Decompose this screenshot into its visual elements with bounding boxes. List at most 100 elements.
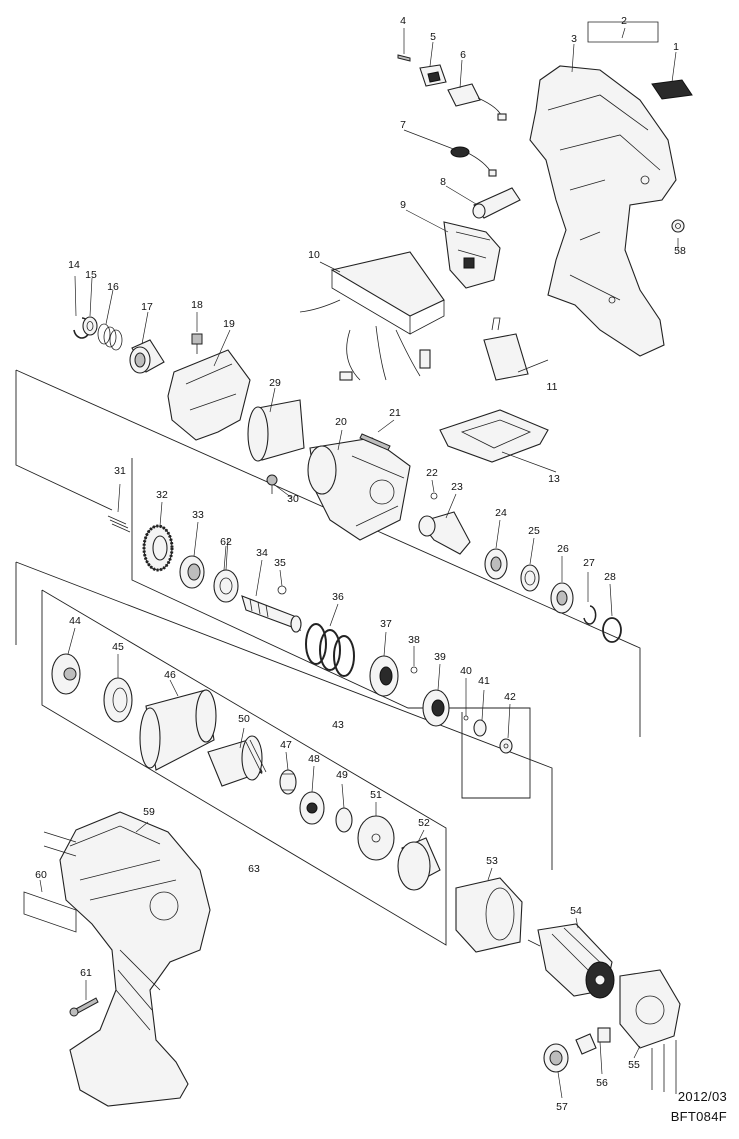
switch-block xyxy=(447,83,507,121)
assembly-frame-inner-upper xyxy=(131,458,531,799)
part-number-25: 25 xyxy=(528,525,540,537)
part-number-57: 57 xyxy=(556,1101,568,1113)
part-number-11: 11 xyxy=(547,381,558,393)
led-circuit xyxy=(450,146,497,177)
assembly-frame-outer-upper xyxy=(15,369,641,737)
ring-a xyxy=(520,564,540,592)
part-number-52: 52 xyxy=(418,817,430,829)
part-number-33: 33 xyxy=(192,509,204,521)
part-number-59: 59 xyxy=(143,806,155,818)
stator-board xyxy=(619,969,681,1094)
switch-assembly xyxy=(443,221,501,289)
part-number-38: 38 xyxy=(408,634,420,646)
controller-box xyxy=(299,251,445,381)
steel-ball-c xyxy=(463,715,469,721)
part-number-15: 15 xyxy=(85,269,97,281)
part-number-56: 56 xyxy=(596,1077,608,1089)
part-number-23: 23 xyxy=(451,481,463,493)
screw-small xyxy=(397,54,411,62)
label-plate xyxy=(651,79,693,100)
part-number-43: 43 xyxy=(332,719,344,731)
outer-housing xyxy=(43,811,211,1107)
part-number-18: 18 xyxy=(191,299,203,311)
battery-cell xyxy=(483,317,529,381)
sensor-connector xyxy=(575,1027,611,1055)
battery-holder xyxy=(439,409,549,463)
part-number-31: 31 xyxy=(114,465,126,477)
part-number-26: 26 xyxy=(557,543,569,555)
part-number-4: 4 xyxy=(400,15,406,27)
part-number-9: 9 xyxy=(400,199,406,211)
part-number-48: 48 xyxy=(308,753,320,765)
part-number-39: 39 xyxy=(434,651,446,663)
part-number-28: 28 xyxy=(604,571,616,583)
part-number-40: 40 xyxy=(460,665,472,677)
part-number-32: 32 xyxy=(156,489,168,501)
part-number-61: 61 xyxy=(80,967,92,979)
part-number-20: 20 xyxy=(335,416,347,428)
part-number-49: 49 xyxy=(336,769,348,781)
tapping-screw-b xyxy=(69,997,99,1017)
bumper-cover xyxy=(167,349,251,441)
part-number-46: 46 xyxy=(164,669,176,681)
part-number-14: 14 xyxy=(68,259,80,271)
part-number-47: 47 xyxy=(280,739,292,751)
compression-spring xyxy=(97,323,123,351)
rubber-pin xyxy=(671,219,685,233)
warning-label xyxy=(23,891,77,933)
part-number-17: 17 xyxy=(141,301,153,313)
part-number-7: 7 xyxy=(400,119,406,131)
part-number-1: 1 xyxy=(673,41,679,53)
part-number-10: 10 xyxy=(308,249,320,261)
assembly-frame-outer-lower xyxy=(15,561,553,870)
part-number-35: 35 xyxy=(274,557,286,569)
part-number-3: 3 xyxy=(571,33,577,45)
name-plate xyxy=(587,21,659,43)
hammer-case xyxy=(307,437,411,541)
hex-bolt xyxy=(499,738,513,754)
main-spring xyxy=(305,623,355,677)
leader-lines xyxy=(39,27,679,1099)
internal-gear xyxy=(51,653,81,695)
steel-ball-b xyxy=(410,666,418,674)
switch-cover xyxy=(419,64,447,87)
spindle xyxy=(241,595,302,633)
bearing-box xyxy=(397,837,441,891)
ball-bearing-b xyxy=(550,582,574,614)
spring-small xyxy=(107,515,131,533)
part-number-21: 21 xyxy=(389,407,401,419)
part-number-22: 22 xyxy=(426,467,438,479)
part-number-30: 30 xyxy=(287,493,299,505)
bit-sleeve xyxy=(129,339,165,374)
diagram-code: BFT084F xyxy=(670,1109,727,1124)
part-number-58: 58 xyxy=(674,245,686,257)
light-guide xyxy=(472,187,521,219)
part-number-16: 16 xyxy=(107,281,119,293)
washer-c xyxy=(213,569,239,603)
hammer xyxy=(369,655,399,697)
housing-half xyxy=(529,65,677,357)
flat-washer xyxy=(82,316,98,336)
anvil-shaft xyxy=(418,511,471,555)
sleeve-shell xyxy=(247,399,305,462)
part-number-50: 50 xyxy=(238,713,250,725)
carrier xyxy=(299,791,325,825)
part-number-54: 54 xyxy=(570,905,582,917)
rotor xyxy=(527,923,615,999)
part-number-27: 27 xyxy=(583,557,595,569)
gear-ring xyxy=(142,524,174,572)
steel-ball xyxy=(277,585,287,595)
part-number-24: 24 xyxy=(495,507,507,519)
fan-bushing xyxy=(543,1043,569,1073)
flat-washer-b xyxy=(422,689,450,727)
part-number-34: 34 xyxy=(256,547,268,559)
inner-sleeve xyxy=(207,735,267,787)
part-number-13: 13 xyxy=(548,473,560,485)
part-number-29: 29 xyxy=(269,377,281,389)
part-number-5: 5 xyxy=(430,31,436,43)
assembly-frame-inner-lower xyxy=(41,589,447,946)
part-number-51: 51 xyxy=(370,789,382,801)
